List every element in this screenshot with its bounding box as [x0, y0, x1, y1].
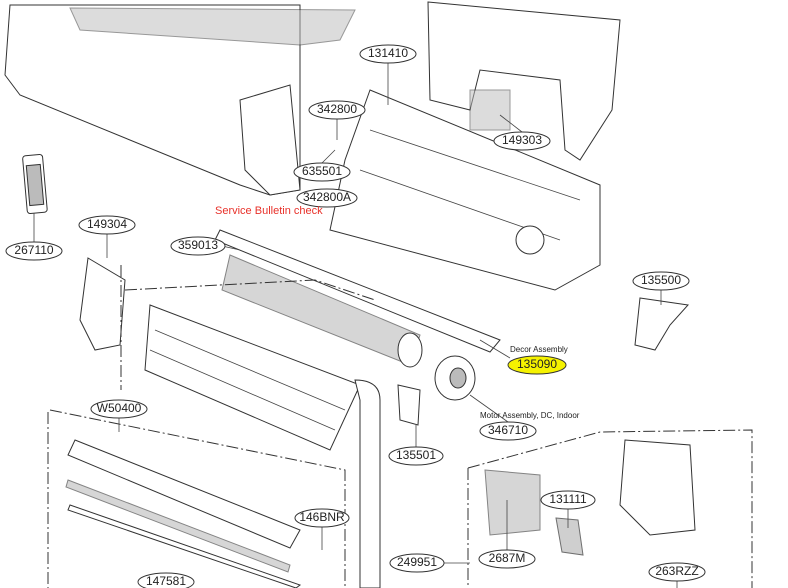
side-bracket-part[interactable] — [79, 257, 126, 351]
part-label-135090-highlighted[interactable]: 135090 — [507, 355, 567, 375]
control-box-part[interactable] — [619, 439, 696, 536]
svg-text:359013: 359013 — [178, 238, 218, 252]
remote-control-part[interactable] — [22, 153, 48, 215]
svg-text:2687M: 2687M — [489, 551, 526, 565]
svg-text:342800: 342800 — [317, 102, 357, 116]
group-outline-electrical — [467, 429, 753, 588]
part-label-149303[interactable]: 149303 — [493, 131, 551, 151]
svg-text:263RZZ: 263RZZ — [655, 564, 698, 578]
svg-text:135500: 135500 — [641, 273, 681, 287]
part-label-249951[interactable]: 249951 — [389, 553, 445, 573]
motor-cover-part[interactable] — [397, 384, 421, 426]
part-label-135500[interactable]: 135500 — [632, 271, 690, 291]
svg-text:249951: 249951 — [397, 555, 437, 569]
pcb-part[interactable] — [484, 469, 541, 536]
decor-assembly-note: Decor Assembly — [510, 345, 568, 354]
rear-mount-plate-part[interactable] — [427, 1, 621, 161]
svg-text:342800A: 342800A — [303, 190, 351, 204]
svg-text:147581: 147581 — [146, 574, 186, 588]
front-panel-part[interactable] — [4, 4, 356, 196]
part-label-W50400[interactable]: W50400 — [90, 399, 148, 419]
part-label-635501[interactable]: 635501 — [293, 162, 351, 182]
service-bulletin-note: Service Bulletin check — [215, 205, 323, 217]
part-label-2687M[interactable]: 2687M — [478, 549, 536, 569]
leader-lines — [33, 63, 678, 588]
part-label-342800A[interactable]: 342800A — [296, 188, 358, 208]
part-label-267110[interactable]: 267110 — [5, 241, 63, 261]
part-label-149304[interactable]: 149304 — [78, 215, 136, 235]
chassis-part[interactable] — [329, 89, 601, 291]
part-label-131410[interactable]: 131410 — [359, 44, 417, 64]
part-label-131111[interactable]: 131111 — [540, 490, 596, 510]
motor-assembly-note: Motor Assembly, DC, Indoor — [480, 411, 580, 420]
right-bracket-part[interactable] — [634, 297, 689, 351]
part-label-359013[interactable]: 359013 — [170, 236, 226, 256]
part-label-147581[interactable]: 147581 — [137, 572, 195, 588]
svg-text:131410: 131410 — [368, 46, 408, 60]
svg-text:267110: 267110 — [14, 243, 53, 257]
svg-text:135090: 135090 — [517, 357, 557, 371]
svg-text:135501: 135501 — [396, 448, 436, 462]
group-outline-louver — [47, 409, 346, 588]
group-outline-fan — [120, 265, 376, 390]
part-label-342800[interactable]: 342800 — [308, 100, 366, 120]
svg-text:635501: 635501 — [302, 164, 342, 178]
display-pcb-part[interactable] — [555, 517, 584, 556]
drain-hose-part[interactable] — [354, 379, 381, 588]
part-label-263RZZ[interactable]: 263RZZ — [648, 562, 706, 582]
part-label-135501[interactable]: 135501 — [388, 446, 444, 466]
louver-assembly-part[interactable] — [65, 439, 302, 588]
svg-text:149304: 149304 — [87, 217, 127, 231]
part-label-346710[interactable]: 346710 — [479, 421, 537, 441]
svg-text:346710: 346710 — [488, 423, 528, 437]
evaporator-part[interactable] — [144, 304, 361, 451]
svg-text:131111: 131111 — [549, 492, 587, 506]
svg-text:146BNR: 146BNR — [299, 510, 345, 524]
fan-motor-part[interactable] — [434, 355, 476, 401]
svg-text:W50400: W50400 — [97, 401, 142, 415]
part-label-146BNR[interactable]: 146BNR — [294, 508, 350, 528]
svg-text:149303: 149303 — [502, 133, 542, 147]
